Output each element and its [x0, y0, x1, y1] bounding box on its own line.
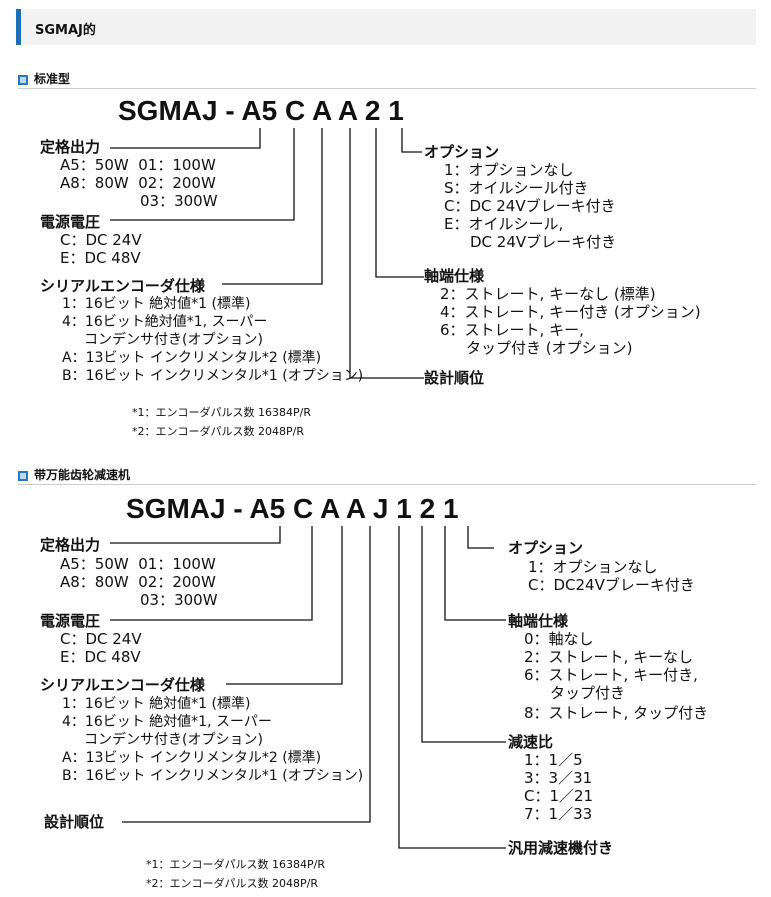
design-title: 設計順位 [424, 369, 485, 387]
model-code-c: C [293, 493, 314, 524]
section-divider [18, 88, 756, 89]
ratio-line: 1：1／5 [524, 751, 583, 769]
footnote: *1：エンコーダパルス数 16384P/R [146, 858, 325, 871]
option-title: オプション [508, 539, 584, 557]
option-title: オプション [424, 143, 500, 161]
option-line: 1：オプションなし [444, 161, 574, 179]
page-header: SGMAJ的 [16, 9, 756, 45]
shaft-line: 6：ストレート, キー付き, [524, 666, 698, 684]
option-line: 1：オプションなし [528, 558, 658, 576]
model-code-j: J [372, 493, 389, 524]
encoder-line: A：13ビット インクリメンタル*2 (標準) [62, 350, 322, 366]
section-gear-heading: 带万能齿轮减速机 [18, 466, 130, 483]
encoder-line: 4：16ビット絶対値*1, スーパー [62, 314, 268, 330]
connector-line [110, 128, 295, 221]
model-code-1: 1 [396, 493, 412, 524]
model-code-2: 2 [364, 95, 381, 126]
option-line: DC 24Vブレーキ付き [470, 233, 617, 251]
voltage-line: E：DC 48V [60, 648, 141, 666]
voltage-title: 電源電圧 [40, 213, 101, 231]
ratio-title: 減速比 [508, 733, 554, 751]
ratio-line: 3：3／31 [524, 769, 593, 787]
connector-line [110, 526, 313, 621]
connector-line [222, 128, 323, 285]
shaft-line: 6：ストレート, キー, [440, 321, 584, 339]
encoder-line: コンデンサ付き(オプション) [84, 332, 263, 348]
shaft-title: 軸端仕様 [424, 267, 485, 285]
encoder-title: シリアルエンコーダ仕様 [40, 676, 205, 694]
connector-line [110, 526, 281, 544]
encoder-line: A：13ビット インクリメンタル*2 (標準) [62, 750, 322, 766]
model-code-a: A [345, 493, 366, 524]
model-code-a5: A5 [249, 493, 286, 524]
shaft-line: 2：ストレート, キーなし [524, 648, 694, 666]
output-line: A5：50W 01：100W [60, 555, 216, 573]
option-line: C：DC24Vブレーキ付き [528, 576, 695, 594]
voltage-line: C：DC 24V [60, 231, 142, 249]
option-line: C：DC 24Vブレーキ付き [444, 197, 616, 215]
encoder-line: コンデンサ付き(オプション) [84, 732, 263, 748]
connector-line [398, 526, 506, 849]
reducer-title: 汎用減速機付き [508, 839, 614, 857]
model-code-1: 1 [442, 493, 459, 524]
model-code-2: 2 [419, 493, 436, 524]
output-title: 定格出力 [40, 138, 101, 156]
output-line: A5：50W 01：100W [60, 156, 216, 174]
connector-line [349, 128, 424, 379]
section-standard-heading: 标准型 [18, 70, 70, 87]
connector-line [226, 526, 343, 685]
connector-line [110, 128, 261, 149]
output-line: A8：80W 02：200W [60, 573, 216, 591]
shaft-line: 4：ストレート, キー付き (オプション) [440, 303, 701, 321]
model-code-gear: SGMAJ - A5 C A A J 1 2 1 [126, 493, 459, 525]
shaft-line: 2：ストレート, キーなし (標準) [440, 285, 656, 303]
encoder-line: 1：16ビット 絶対値*1 (標準) [62, 696, 251, 712]
encoder-line: B：16ビット インクリメンタル*1 (オプション) [62, 768, 364, 784]
model-code-a: A [311, 95, 332, 126]
encoder-title: シリアルエンコーダ仕様 [40, 277, 205, 295]
section-divider [18, 484, 756, 485]
connector-line [375, 128, 424, 278]
option-line: E：オイルシール, [444, 215, 564, 233]
encoder-line: 4：16ビット 絶対値*1, スーパー [62, 714, 272, 730]
shaft-title: 軸端仕様 [508, 612, 569, 630]
encoder-line: 1：16ビット 絶対値*1 (標準) [62, 296, 251, 312]
ratio-line: C：1／21 [524, 787, 594, 805]
model-code-c: C [285, 95, 306, 126]
shaft-line: タップ付き [550, 684, 626, 702]
model-code-a: A [319, 493, 340, 524]
output-line: 03：300W [140, 591, 218, 609]
option-line: S：オイルシール付き [444, 179, 589, 197]
square-icon [18, 75, 28, 85]
model-code-a: A [337, 95, 358, 126]
voltage-title: 電源電圧 [40, 612, 101, 630]
voltage-line: C：DC 24V [60, 630, 142, 648]
square-icon [18, 471, 28, 481]
output-line: 03：300W [140, 192, 218, 210]
voltage-line: E：DC 48V [60, 249, 141, 267]
connector-line [467, 526, 494, 549]
connector-line [421, 526, 506, 743]
model-code-standard: SGMAJ - A5 C A A 2 1 [118, 95, 404, 127]
design-title: 設計順位 [44, 813, 105, 831]
model-code-a5: A5 [241, 95, 278, 126]
model-prefix: SGMAJ - [126, 493, 250, 524]
page-title: SGMAJ的 [35, 23, 96, 38]
model-prefix: SGMAJ - [118, 95, 242, 126]
shaft-line: タップ付き (オプション) [466, 339, 633, 357]
encoder-line: B：16ビット インクリメンタル*1 (オプション) [62, 368, 364, 384]
connector-line [401, 128, 422, 153]
output-title: 定格出力 [40, 536, 101, 554]
ratio-line: 7：1／33 [524, 805, 593, 823]
footnote: *2：エンコーダパルス数 2048P/R [146, 877, 318, 890]
shaft-line: 8：ストレート, タップ付き [524, 704, 709, 722]
footnote: *2：エンコーダパルス数 2048P/R [132, 425, 304, 438]
shaft-line: 0：軸なし [524, 630, 594, 648]
footnote: *1：エンコーダパルス数 16384P/R [132, 406, 311, 419]
connector-line [444, 526, 506, 621]
connector-line [122, 526, 371, 823]
output-line: A8：80W 02：200W [60, 174, 216, 192]
model-code-1: 1 [388, 95, 404, 126]
